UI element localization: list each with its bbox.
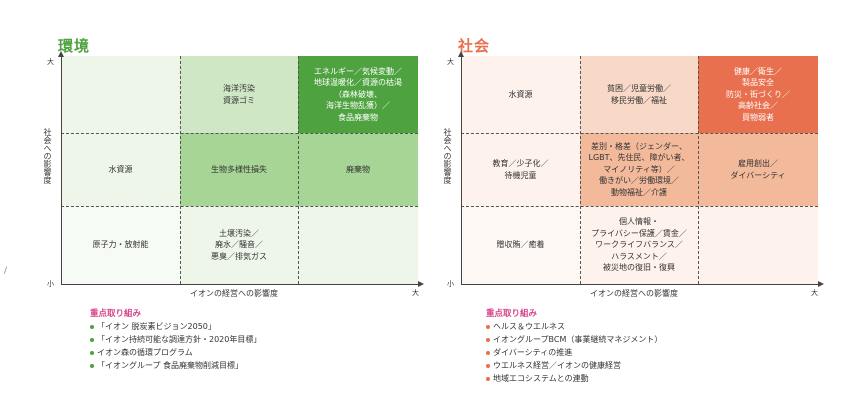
environment-y-high-label: 大 [47,58,54,66]
society-x-axis-label: イオンの経営への影響度 [590,289,678,298]
environment-panel: 環境 社会への影響度 大 小 海洋汚染 資源ゴミ エネルギー／気候変動／ 地球温… [43,37,424,372]
society-materiality-matrix: 水資源 貧困／児童労働／ 移民労働／福祉 健康／衛生／ 製品安全 防災・街づくり… [461,56,818,284]
soc-cell-low-low: 贈収賄／癒着 [461,206,580,284]
bullet-icon [90,324,94,329]
environment-y-arrow-icon [58,51,64,57]
list-item: 地域エコシステムとの連動 [486,372,662,385]
environment-x-arrow-icon [418,281,424,287]
environment-y-low-label: 小 [47,280,54,288]
soc-cell-high-high: 健康／衛生／ 製品安全 防災・街づくり／ 高齢社会／ 買物弱者 [698,56,818,133]
soc-grid-divider [461,206,818,207]
env-cell-mid-mid: 生物多様性損失 [180,133,298,206]
soc-cell-low-mid: 個人情報・ プライバシー保護／賃金／ ワークライフバランス／ ハラスメント／ 被… [580,206,698,284]
society-priority-heading: 重点取り組み [486,309,538,319]
bullet-icon [90,363,94,368]
bullet-icon [486,350,490,355]
list-item: ウエルネス経営／イオンの健康経営 [486,359,662,372]
society-x-high-label: 大 [811,289,818,297]
list-item: ダイバーシティの推進 [486,346,662,359]
margin-mark: / [4,266,8,276]
environment-x-axis-label: イオンの経営への影響度 [190,289,278,298]
env-cell-low-low: 原子力・放射能 [61,206,180,284]
env-grid-divider [61,206,418,207]
list-item: ヘルス＆ウエルネス [486,320,662,333]
bullet-icon [486,363,490,368]
bullet-icon [90,337,94,342]
society-panel: 社会 社会への影響度 大 小 水資源 貧困／児童労働／ 移民労働／福祉 健康／衛… [430,0,860,415]
list-item: 「イオン持続可能な調達方針・2020年目標」 [90,333,261,346]
society-y-low-label: 小 [447,280,454,288]
environment-y-axis-label: 社会への影響度 [43,128,52,184]
env-grid-divider [180,56,181,284]
bullet-icon [486,337,490,342]
bullet-icon [486,376,490,381]
env-grid-divider [298,56,299,284]
env-cell-high-low [61,56,180,133]
env-cell-mid-high: 廃棄物 [298,133,418,206]
list-item: イオングループBCM（事業継続マネジメント） [486,333,662,346]
soc-cell-high-low: 水資源 [461,56,580,133]
soc-cell-high-mid: 貧困／児童労働／ 移民労働／福祉 [580,56,698,133]
soc-cell-mid-low: 教育／少子化／ 待機児童 [461,133,580,206]
bullet-icon [486,324,490,329]
society-y-arrow-icon [458,51,464,57]
society-y-axis-label: 社会への影響度 [443,128,452,184]
soc-grid-divider [580,56,581,284]
society-x-axis [461,284,818,285]
environment-x-high-label: 大 [412,289,419,297]
environment-x-axis [61,284,418,285]
list-item: 「イオングループ 食品廃棄物削減目標」 [90,359,261,372]
list-item: イオン森の循環プログラム [90,346,261,359]
society-y-high-label: 大 [447,58,454,66]
environment-priority-heading: 重点取り組み [90,309,142,319]
env-cell-low-high [298,206,418,284]
society-x-arrow-icon [818,281,824,287]
env-cell-mid-low: 水資源 [61,133,180,206]
soc-grid-divider [461,133,818,134]
env-grid-divider [61,133,418,134]
environment-priority-list: 「イオン 脱炭素ビジョン2050」 「イオン持続可能な調達方針・2020年目標」… [90,320,261,372]
soc-grid-divider [698,56,699,284]
society-priority-list: ヘルス＆ウエルネス イオングループBCM（事業継続マネジメント） ダイバーシティ… [486,320,662,385]
environment-y-axis [61,56,62,284]
env-cell-low-mid: 土壌汚染／ 廃水／騒音／ 悪臭／排気ガス [180,206,298,284]
environment-materiality-matrix: 海洋汚染 資源ゴミ エネルギー／気候変動／ 地球温暖化／資源の枯渇 （森林破壊、… [61,56,418,284]
society-y-axis [461,56,462,284]
bullet-icon [90,350,94,355]
society-title: 社会 [458,37,491,55]
soc-cell-mid-high: 雇用創出／ ダイバーシティ [698,133,818,206]
list-item: 「イオン 脱炭素ビジョン2050」 [90,320,261,333]
soc-cell-low-high [698,206,818,284]
soc-cell-mid-mid: 差別・格差（ジェンダー、 LGBT、先住民、障がい者、 マイノリティ等）／ 働き… [580,133,698,206]
environment-title: 環境 [58,37,91,55]
env-cell-high-mid: 海洋汚染 資源ゴミ [180,56,298,133]
env-cell-high-high: エネルギー／気候変動／ 地球温暖化／資源の枯渇 （森林破壊、 海洋生物乱獲）／ … [298,56,418,133]
